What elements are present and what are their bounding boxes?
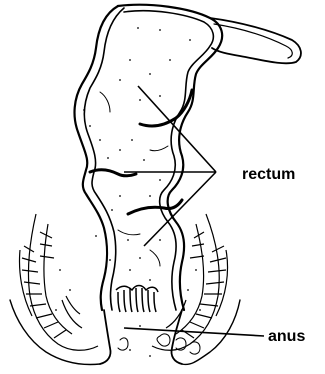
- leader-lines: [124, 86, 264, 336]
- anus-label: anus: [268, 328, 305, 345]
- left-sphincter-muscle: [20, 214, 99, 350]
- rectum-leader-lower: [144, 172, 216, 246]
- colon-top-fold: [210, 18, 301, 63]
- rectum-left-outer-wall: [75, 6, 118, 310]
- rectum-label: rectum: [242, 166, 295, 183]
- fold-shading-3: [100, 92, 110, 112]
- rectal-valve-middle: [90, 170, 136, 176]
- anal-columns: [116, 286, 158, 313]
- perianal-skin-left: [10, 300, 100, 365]
- stipple-texture: [55, 27, 201, 357]
- anal-canal-left: [100, 310, 111, 364]
- rectum-left-inner-wall: [84, 8, 124, 310]
- fold-shading-1: [150, 146, 168, 151]
- fold-shading-4: [150, 250, 160, 266]
- rectal-valve-lower: [128, 200, 182, 214]
- rectum-right-inner-wall: [124, 11, 213, 310]
- fold-shading-2: [118, 230, 140, 235]
- anus-leader: [124, 328, 264, 336]
- rectum-leader-upper: [138, 86, 216, 172]
